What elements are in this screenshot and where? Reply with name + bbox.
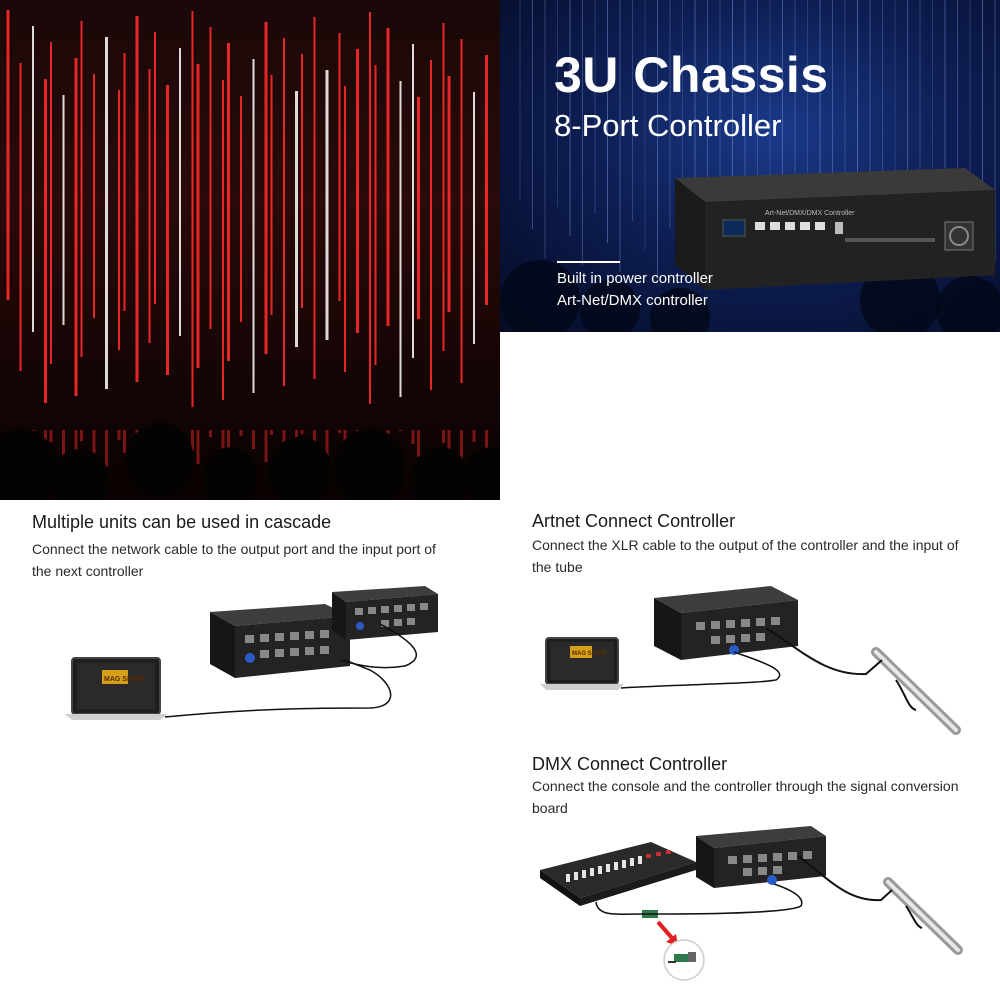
cascade-description: Connect the network cable to the output … — [32, 541, 436, 579]
controller-unit — [654, 586, 798, 660]
artnet-description: Connect the XLR cable to the output of t… — [532, 537, 959, 575]
controller-unit-1 — [210, 604, 350, 678]
stage-tubes-illustration — [0, 10, 500, 500]
chassis-controller-image: Art-Net/DMX/DMX Controller — [675, 168, 995, 290]
led-tube-image — [871, 647, 961, 735]
stage-light-photo — [0, 0, 500, 500]
software-logo: MAG SHOW — [572, 651, 607, 657]
led-tube-image — [883, 877, 963, 955]
banner-title: 3U Chassis — [554, 47, 829, 103]
tube-cable — [895, 679, 917, 711]
laptop-image: MAG SHOW — [540, 637, 624, 690]
banner-subtitle: 8-Port Controller — [554, 108, 782, 143]
network-cable-2 — [339, 623, 418, 669]
cascade-diagram: MAG SHOW — [64, 586, 438, 720]
dmx-diagram — [540, 826, 963, 981]
xlr-cable — [797, 855, 893, 902]
dmx-description: Connect the console and the controller t… — [532, 778, 959, 816]
network-cable-1 — [164, 659, 392, 718]
product-banner: 3U Chassis 8-Port Controller Art-Net/DMX… — [500, 0, 1000, 332]
controller-unit — [696, 826, 826, 888]
banner-divider — [557, 261, 620, 263]
feature-artnet-dmx: Art-Net/DMX controller — [557, 292, 708, 309]
red-arrow-icon — [656, 920, 674, 940]
controller-unit-2 — [332, 586, 438, 640]
dmx-title: DMX Connect Controller — [532, 754, 728, 774]
board-zoom-detail — [663, 939, 705, 981]
feature-power-controller: Built in power controller — [557, 270, 713, 287]
artnet-title: Artnet Connect Controller — [532, 511, 736, 531]
xlr-cable — [765, 627, 883, 676]
tube-cable — [905, 905, 923, 929]
dmx-console-image — [540, 842, 696, 906]
dmx-cable — [595, 883, 803, 915]
cascade-title: Multiple units can be used in cascade — [32, 512, 332, 532]
laptop-image: MAG SHOW — [64, 657, 168, 720]
software-logo: MAG SHOW — [104, 676, 144, 683]
network-cable — [620, 651, 781, 689]
artnet-diagram: MAG SHOW — [540, 586, 961, 735]
chassis-label: Art-Net/DMX/DMX Controller — [765, 210, 855, 217]
